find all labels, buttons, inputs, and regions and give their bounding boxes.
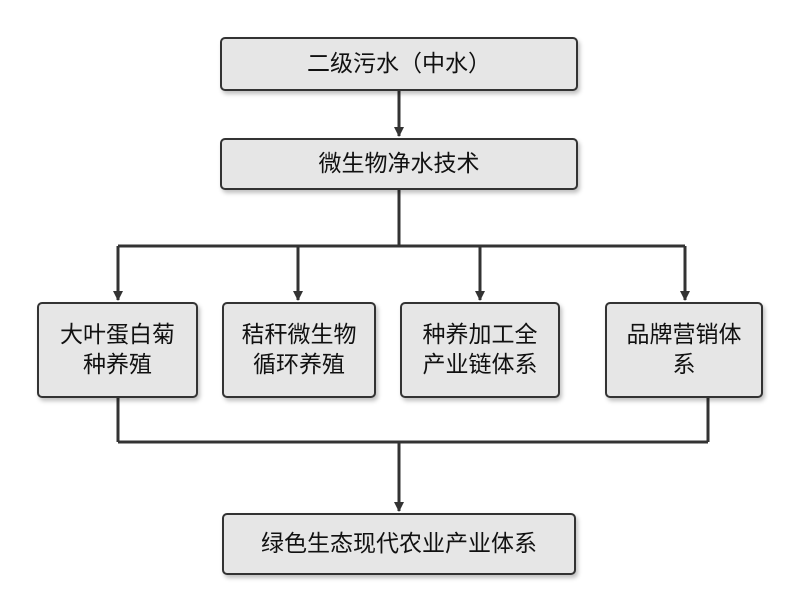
node-secondary-sewage: 二级污水（中水） (220, 37, 578, 91)
node-label: 秸秆微生物循环养殖 (241, 322, 357, 378)
node-label: 二级污水（中水） (307, 51, 491, 77)
node-straw-microbial: 秸秆微生物循环养殖 (222, 302, 376, 398)
node-brand-marketing: 品牌营销体系 (605, 302, 763, 398)
node-industry-chain: 种养加工全产业链体系 (400, 302, 560, 398)
node-protein-chrysanthemum: 大叶蛋白菊种养殖 (37, 302, 198, 398)
node-green-agriculture: 绿色生态现代农业产业体系 (222, 513, 576, 575)
node-label: 种养加工全产业链体系 (422, 322, 538, 378)
node-label: 绿色生态现代农业产业体系 (261, 531, 537, 557)
node-label: 品牌营销体系 (626, 322, 742, 378)
node-label: 大叶蛋白菊种养殖 (60, 322, 175, 378)
node-microbial-purification: 微生物净水技术 (220, 138, 578, 190)
node-label: 微生物净水技术 (318, 151, 480, 177)
